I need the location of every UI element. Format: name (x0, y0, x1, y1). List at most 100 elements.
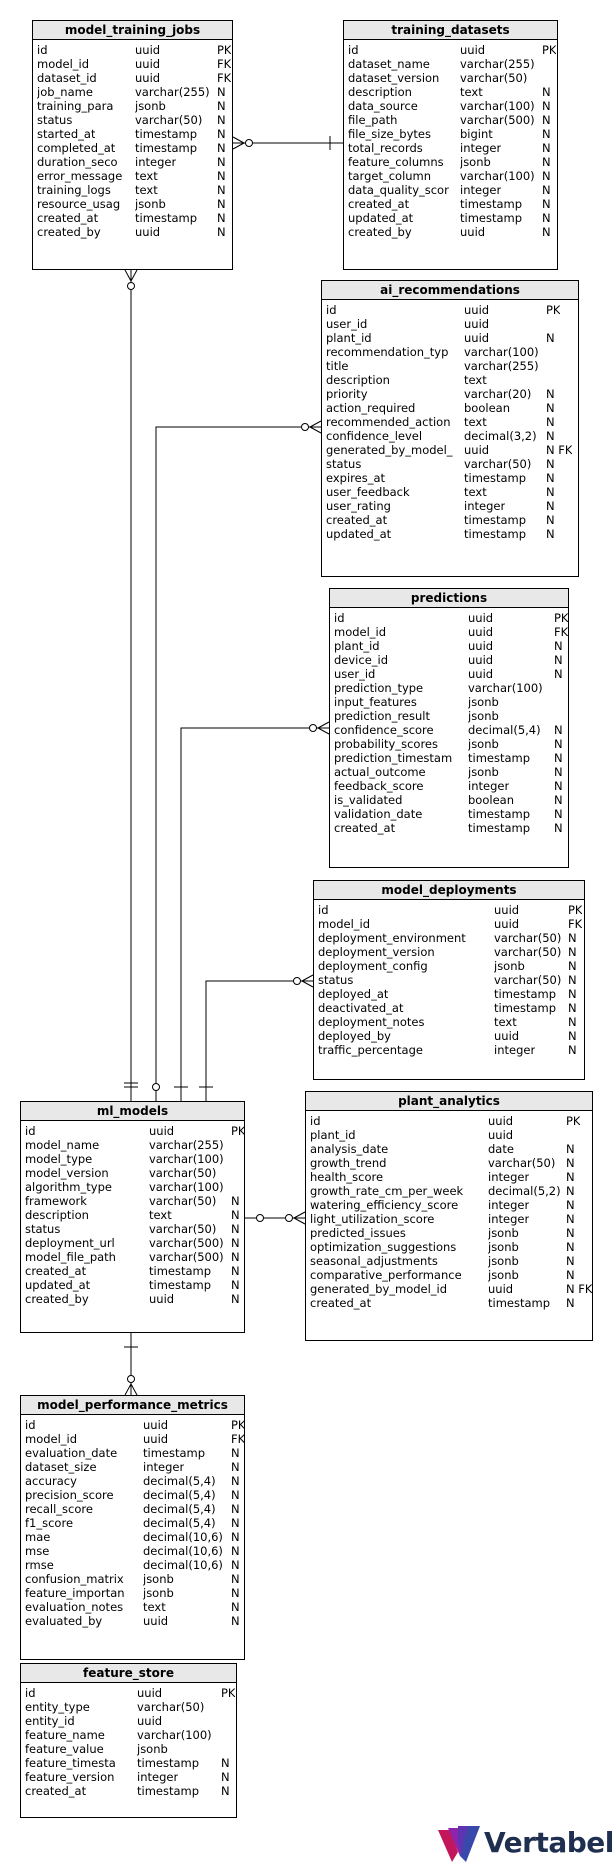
column-flag: N (231, 1222, 240, 1236)
column-name: mae (25, 1530, 51, 1544)
column-name: plant_id (326, 331, 372, 345)
column-flag: N (566, 1254, 575, 1268)
column-flag: N (221, 1770, 230, 1784)
column-type: uuid (464, 443, 490, 457)
column-name: status (318, 973, 354, 987)
column-type: uuid (468, 611, 494, 625)
column-type: varchar(255) (460, 57, 535, 71)
column-type: uuid (137, 1714, 163, 1728)
column-name: id (318, 903, 329, 917)
column-name: job_name (37, 85, 93, 99)
column-name: evaluation_notes (25, 1600, 124, 1614)
column-type: uuid (460, 225, 486, 239)
column-type: jsonb (494, 959, 525, 973)
column-flag: N (217, 169, 226, 183)
column-type: integer (135, 155, 177, 169)
column-name: model_name (25, 1138, 100, 1152)
column-name: plant_id (334, 639, 380, 653)
column-name: recommendation_typ (326, 345, 449, 359)
column-name: target_column (348, 169, 432, 183)
column-type: timestamp (460, 211, 523, 225)
column-name: optimization_suggestions (310, 1240, 457, 1254)
column-name: description (25, 1208, 89, 1222)
column-name: id (334, 611, 345, 625)
column-flag: N (546, 527, 555, 541)
column-name: user_id (326, 317, 368, 331)
column-type: timestamp (468, 751, 531, 765)
column-name: model_id (334, 625, 387, 639)
column-name: id (348, 43, 359, 57)
column-flag: PK (217, 43, 232, 57)
column-type: uuid (488, 1128, 514, 1142)
column-name: deployment_notes (318, 1015, 425, 1029)
column-flag: N (231, 1614, 240, 1628)
column-type: uuid (135, 225, 161, 239)
column-type: timestamp (149, 1264, 212, 1278)
column-type: timestamp (468, 821, 531, 835)
table-title: predictions (330, 589, 568, 608)
column-flag: FK (231, 1432, 246, 1446)
column-type: varchar(255) (464, 359, 539, 373)
column-flag: N (231, 1194, 240, 1208)
column-flag: PK (231, 1124, 246, 1138)
column-flag: N (554, 779, 563, 793)
column-name: deployment_url (25, 1236, 115, 1250)
column-type: varchar(255) (135, 85, 210, 99)
column-flag: FK (217, 71, 232, 85)
column-flag: N (231, 1544, 240, 1558)
column-name: created_by (25, 1292, 89, 1306)
column-name: training_para (37, 99, 114, 113)
column-type: uuid (464, 331, 490, 345)
column-flag: N (568, 973, 577, 987)
column-name: traffic_percentage (318, 1043, 423, 1057)
column-flag: N (554, 653, 563, 667)
column-name: description (348, 85, 412, 99)
column-flag: N (231, 1460, 240, 1474)
column-flag: N (217, 225, 226, 239)
column-type: integer (137, 1770, 179, 1784)
column-flag: N (566, 1212, 575, 1226)
column-flag: PK (542, 43, 557, 57)
column-type: boolean (468, 793, 514, 807)
column-flag: N (542, 155, 551, 169)
column-flag: FK (217, 57, 232, 71)
column-flag: N (546, 499, 555, 513)
column-flag: N (554, 667, 563, 681)
column-name: probability_scores (334, 737, 438, 751)
column-name: expires_at (326, 471, 386, 485)
column-name: id (25, 1124, 36, 1138)
column-name: duration_seco (37, 155, 118, 169)
column-name: created_by (348, 225, 412, 239)
